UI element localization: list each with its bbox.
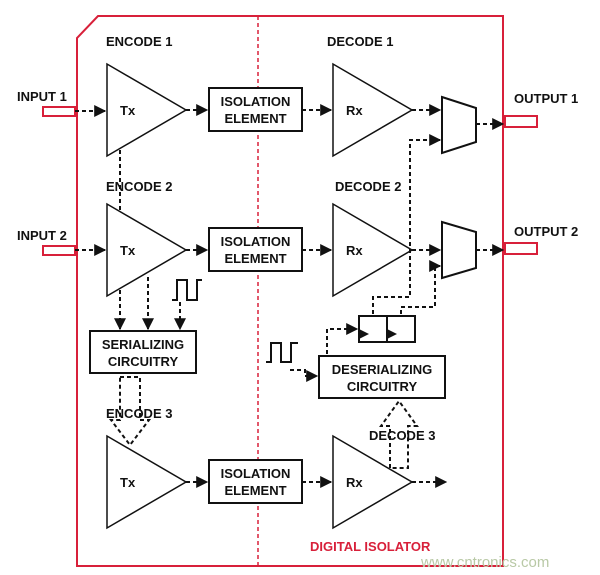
watermark-text: www.cntronics.com	[420, 554, 549, 571]
deserializer-clock-to-block	[290, 369, 319, 382]
encode-1-label: ENCODE 1	[106, 34, 172, 49]
rx-2-amplifier	[332, 202, 414, 298]
serializer-to-tx3-bus-arrow	[108, 376, 152, 447]
isolation-element-1	[208, 87, 303, 132]
isolation-element-3	[208, 459, 303, 504]
deserializing-line2: CIRCUITRY	[347, 379, 418, 394]
isolator-package-outline	[76, 15, 504, 567]
isolation-element-2	[208, 227, 303, 272]
decode-3-label: DECODE 3	[369, 428, 435, 443]
rx-1-amplifier	[332, 62, 414, 158]
serializing-line2: CIRCUITRY	[108, 354, 179, 369]
output-1-pin	[504, 115, 538, 128]
isolation-element-1-line1: ISOLATION	[221, 94, 291, 109]
isolation-element-2-line2: ELEMENT	[224, 251, 286, 266]
register-clock-marker-1	[359, 329, 369, 339]
tx-2-amplifier	[106, 202, 188, 298]
serializer-clock-waveform	[172, 279, 202, 301]
register-to-mux2-select	[400, 260, 442, 314]
rx-2-label: Rx	[346, 243, 363, 258]
decode-2-label: DECODE 2	[335, 179, 401, 194]
rx-1-label: Rx	[346, 103, 363, 118]
deserializing-line1: DESERIALIZING	[332, 362, 432, 377]
deserializer-clock-waveform	[266, 342, 298, 363]
input-1-pin	[42, 106, 76, 117]
encode-2-label: ENCODE 2	[106, 179, 172, 194]
output-1-label: OUTPUT 1	[514, 91, 578, 106]
register-to-mux1-select	[372, 134, 442, 314]
deserializer-to-register	[326, 323, 359, 354]
output-2-multiplexer	[441, 220, 477, 280]
deserializing-circuitry-block	[318, 355, 446, 399]
register-clock-marker-2	[387, 329, 397, 339]
isolation-element-1-line2: ELEMENT	[224, 111, 286, 126]
serializing-circuitry-block	[89, 330, 197, 374]
tx-1-amplifier	[106, 62, 188, 158]
tx-3-amplifier	[106, 434, 188, 530]
input-2-pin	[42, 245, 76, 256]
input-2-label: INPUT 2	[17, 228, 67, 243]
output-2-label: OUTPUT 2	[514, 224, 578, 239]
isolation-element-3-line2: ELEMENT	[224, 483, 286, 498]
register-cell-2	[386, 315, 416, 343]
decode-1-label: DECODE 1	[327, 34, 393, 49]
output-1-multiplexer	[441, 95, 477, 155]
serializing-line1: SERIALIZING	[102, 337, 184, 352]
rx-3-amplifier	[332, 434, 414, 530]
isolation-element-3-line1: ISOLATION	[221, 466, 291, 481]
input-1-label: INPUT 1	[17, 89, 67, 104]
rx3-to-deserializer-bus-arrow	[379, 399, 419, 469]
tx-3-label: Tx	[120, 475, 136, 490]
isolation-element-2-line1: ISOLATION	[221, 234, 291, 249]
register-cell-1	[358, 315, 388, 343]
rx-3-label: Rx	[346, 475, 363, 490]
tx-1-label: Tx	[120, 103, 136, 118]
digital-isolator-label: DIGITAL ISOLATOR	[310, 539, 431, 554]
tx-2-label: Tx	[120, 243, 136, 258]
output-2-pin	[504, 242, 538, 255]
